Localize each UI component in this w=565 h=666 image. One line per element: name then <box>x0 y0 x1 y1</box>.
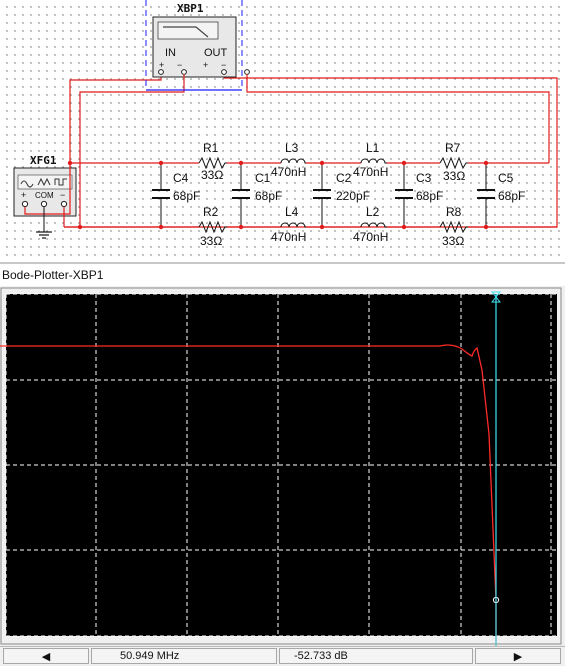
svg-text:+: + <box>159 60 164 70</box>
c5-value: 68pF <box>498 189 525 203</box>
l2-value: 470nH <box>353 230 388 244</box>
svg-text:−: − <box>221 60 226 70</box>
bode-plot-area[interactable] <box>0 286 565 646</box>
resistor-r7-symbol[interactable] <box>439 156 468 170</box>
l3-value: 470nH <box>271 165 306 179</box>
r1-ref: R1 <box>203 141 219 155</box>
c4-ref: C4 <box>173 171 189 185</box>
junction-dots <box>67 160 489 230</box>
function-generator-instrument[interactable]: + COM − <box>13 163 77 239</box>
c3-value: 68pF <box>416 189 443 203</box>
l3-ref: L3 <box>285 141 299 155</box>
c2-value: 220pF <box>336 189 370 203</box>
c2-ref: C2 <box>336 171 352 185</box>
schematic-canvas[interactable]: R1 33Ω R2 33Ω L3 470nH L4 470nH L1 470nH… <box>0 0 565 262</box>
cursor-left-button[interactable]: ◀ <box>3 648 89 664</box>
svg-text:−: − <box>60 190 65 200</box>
circuit-wires <box>64 70 558 228</box>
fg-com-label: COM <box>35 191 54 200</box>
resistor-r1-symbol[interactable] <box>198 156 227 170</box>
square-wave-icon <box>54 178 67 186</box>
c5-ref: C5 <box>498 171 514 185</box>
ground-icon <box>36 231 52 239</box>
capacitor-c2-symbol[interactable] <box>313 189 331 199</box>
svg-text:+: + <box>21 190 26 200</box>
r7-ref: R7 <box>445 141 461 155</box>
frequency-readout: 50.949 MHz <box>91 648 277 664</box>
resistor-r8-symbol[interactable] <box>439 220 468 234</box>
c3-ref: C3 <box>416 171 432 185</box>
arrow-left-icon: ◀ <box>41 650 51 663</box>
inductor-l4-symbol[interactable] <box>280 222 306 228</box>
c1-ref: C1 <box>255 171 271 185</box>
c1-value: 68pF <box>255 189 282 203</box>
svg-text:+: + <box>203 60 208 70</box>
inductor-l2-symbol[interactable] <box>360 222 387 228</box>
r2-ref: R2 <box>203 205 219 219</box>
l1-value: 470nH <box>353 165 388 179</box>
r2-value: 33Ω <box>200 234 222 248</box>
triangle-wave-icon <box>37 177 51 187</box>
r1-value: 33Ω <box>201 168 223 182</box>
bode-window-title: Bode-Plotter-XBP1 <box>2 268 104 282</box>
bode-in-label: IN <box>165 47 176 59</box>
r8-ref: R8 <box>446 205 462 219</box>
resistor-r2-symbol[interactable] <box>198 220 227 234</box>
plot-grid <box>5 293 557 637</box>
l2-ref: L2 <box>366 205 380 219</box>
magnitude-trace <box>0 344 497 646</box>
c4-value: 68pF <box>173 189 200 203</box>
capacitor-c4-symbol[interactable] <box>152 189 170 199</box>
r7-value: 33Ω <box>443 169 465 183</box>
sine-wave-icon <box>20 180 34 188</box>
capacitor-c3-symbol[interactable] <box>395 189 413 199</box>
bode-response-icon <box>163 26 209 38</box>
capacitor-leads <box>160 163 487 227</box>
capacitor-c5-symbol[interactable] <box>477 189 495 199</box>
inductor-l1-symbol[interactable] <box>360 158 387 164</box>
l4-ref: L4 <box>285 205 299 219</box>
capacitor-c1-symbol[interactable] <box>232 189 250 199</box>
bode-statusbar: ◀ 50.949 MHz -52.733 dB ▶ <box>0 646 565 666</box>
arrow-right-icon: ▶ <box>513 650 523 663</box>
cursor-right-button[interactable]: ▶ <box>475 648 561 664</box>
bode-out-label: OUT <box>204 47 228 59</box>
inductor-l3-symbol[interactable] <box>280 158 306 164</box>
r8-value: 33Ω <box>442 234 464 248</box>
bode-window-titlebar: Bode-Plotter-XBP1 <box>0 264 565 286</box>
bode-plotter-name: XBP1 <box>177 2 204 15</box>
pane-splitter[interactable] <box>0 262 565 264</box>
bode-plotter-instrument[interactable]: IN OUT + − + − <box>145 0 250 91</box>
function-generator-name: XFG1 <box>30 154 57 167</box>
l1-ref: L1 <box>366 141 380 155</box>
cursor-handle-icon[interactable] <box>490 291 502 303</box>
svg-text:−: − <box>177 60 182 70</box>
l4-value: 470nH <box>271 230 306 244</box>
magnitude-readout: -52.733 dB <box>279 648 473 664</box>
